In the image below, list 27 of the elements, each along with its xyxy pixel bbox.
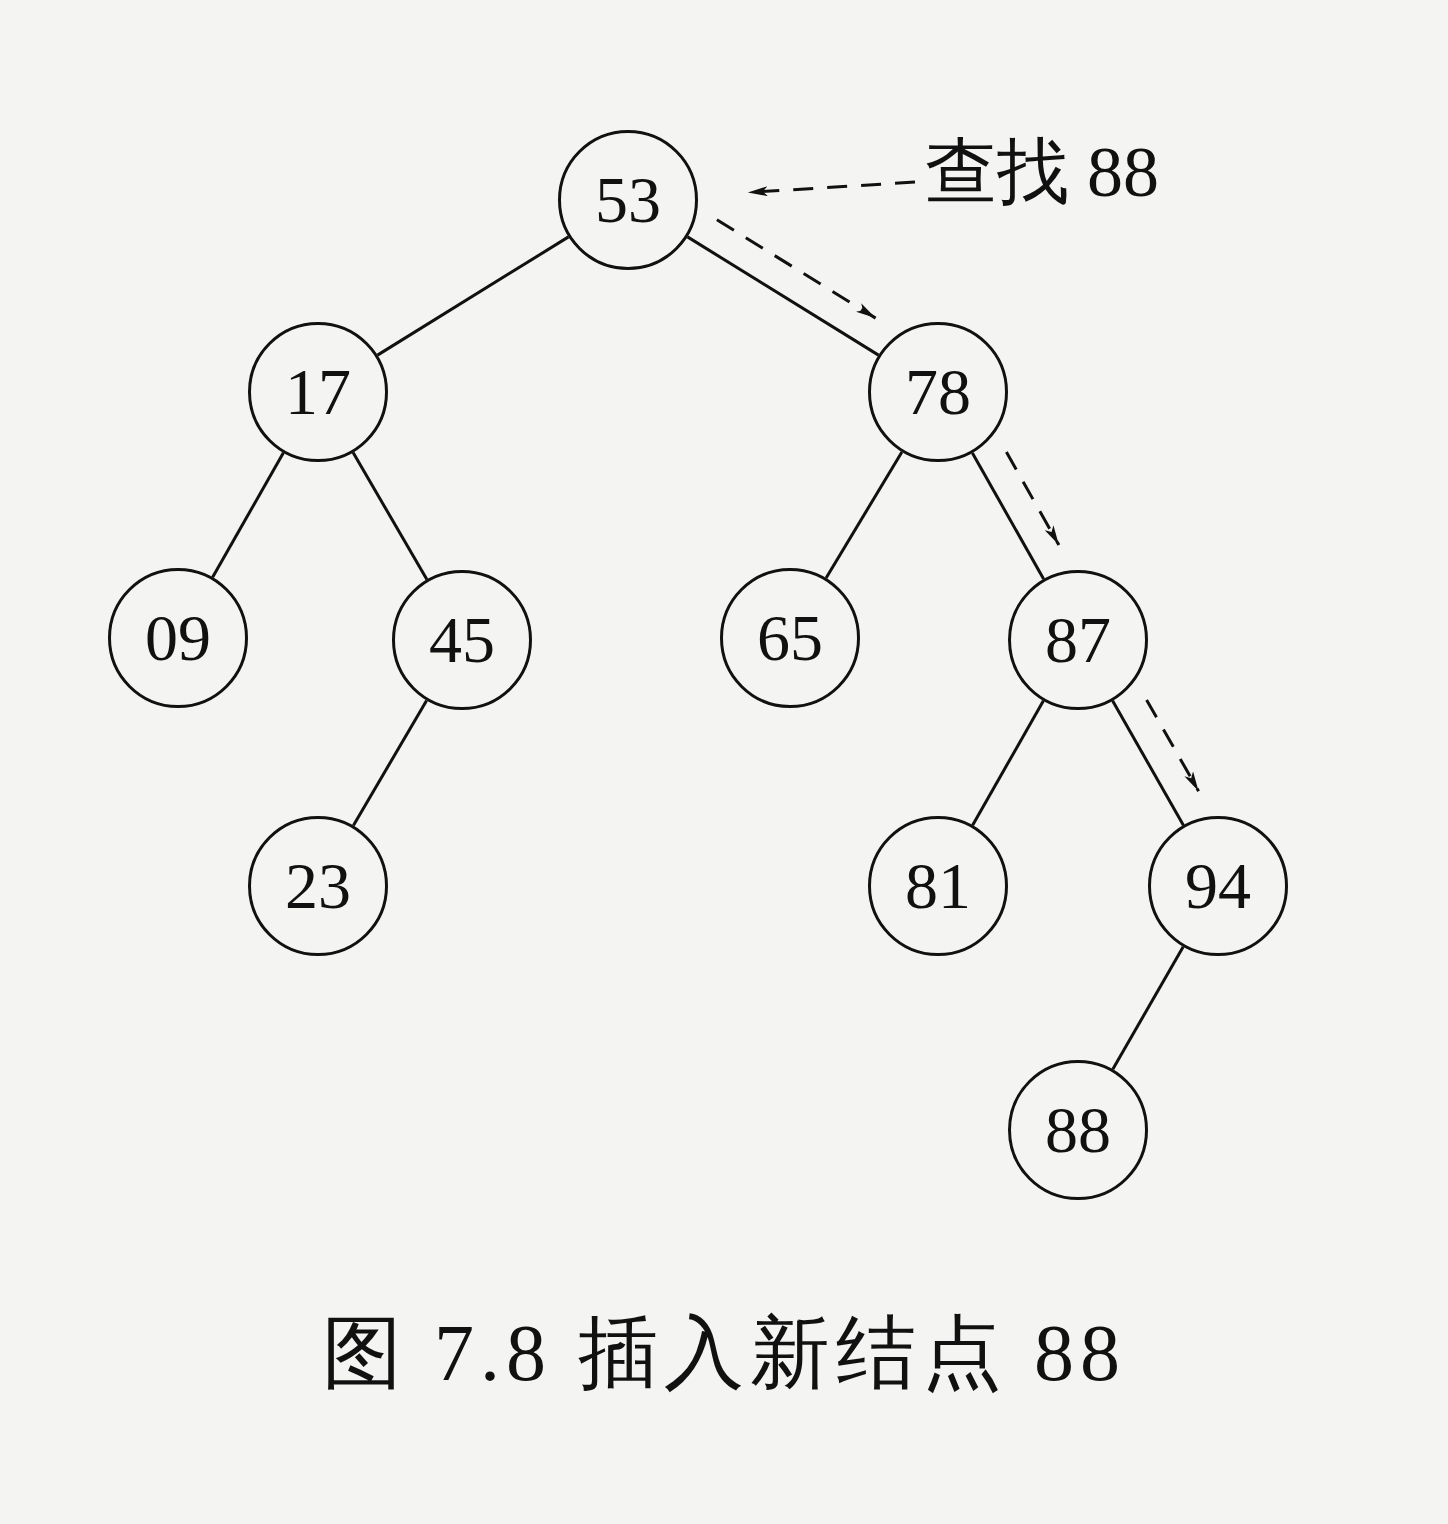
search-arrow <box>1145 699 1200 792</box>
tree-node: 88 <box>1008 1060 1148 1200</box>
tree-edge <box>1111 700 1185 826</box>
tree-edge <box>351 451 429 581</box>
tree-edge <box>352 699 428 827</box>
tree-node: 17 <box>248 322 388 462</box>
tree-node: 65 <box>720 568 860 708</box>
tree-edge <box>686 235 880 357</box>
tree-edge <box>971 700 1045 826</box>
search-arrow <box>1005 451 1061 546</box>
tree-edge <box>211 452 285 578</box>
search-arrow <box>747 180 916 197</box>
tree-edge <box>1111 945 1185 1071</box>
figure-caption: 图 7.8 插入新结点 88 <box>321 1308 1127 1399</box>
tree-node: 78 <box>868 322 1008 462</box>
tree-node: 09 <box>108 568 248 708</box>
search-label: 查找 88 <box>925 136 1159 208</box>
tree-edge <box>376 235 570 357</box>
tree-edge <box>971 452 1045 580</box>
tree-node: 94 <box>1148 816 1288 956</box>
tree-node: 81 <box>868 816 1008 956</box>
tree-node: 45 <box>392 570 532 710</box>
tree-node: 23 <box>248 816 388 956</box>
search-arrow <box>716 218 877 320</box>
tree-node: 87 <box>1008 570 1148 710</box>
tree-node: 53 <box>558 130 698 270</box>
tree-edge <box>824 451 904 579</box>
